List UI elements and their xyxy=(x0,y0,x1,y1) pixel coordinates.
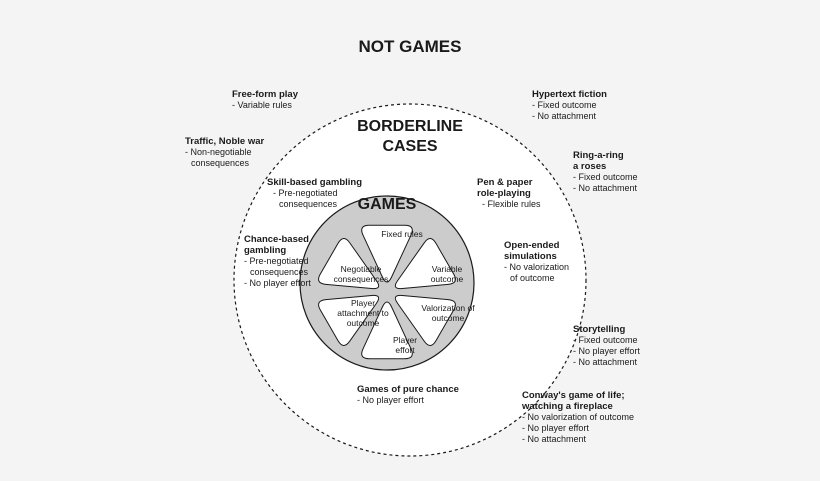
segment-shape-negotiable-consequences xyxy=(318,238,380,290)
games-segments xyxy=(318,224,456,360)
case-chance-based-gambling: Chance-based gambling - Pre-negotiated c… xyxy=(244,234,311,288)
segment-shape-fixed-rules xyxy=(361,224,413,283)
case-storytelling: Storytelling - Fixed outcome - No player… xyxy=(573,324,640,367)
case-ring-a-ring: Ring-a-ring a roses - Fixed outcome - No… xyxy=(573,150,638,193)
case-skill-based-gambling: Skill-based gambling - Pre-negotiated co… xyxy=(267,177,363,209)
segment-variable-outcome: Variable outcome xyxy=(430,264,464,284)
segment-valorization: Valorization of outcome xyxy=(421,303,475,323)
segment-shape-player-effort xyxy=(361,301,413,360)
case-conways-game-of-life: Conway's game of life; watching a firepl… xyxy=(522,390,635,444)
case-games-of-pure-chance: Games of pure chance - No player effort xyxy=(357,384,459,405)
segment-fixed-rules: Fixed rules xyxy=(381,229,423,239)
case-traffic-noble-war: Traffic, Noble war - Non-negotiable cons… xyxy=(185,136,265,168)
borderline-title: BORDERLINE CASES xyxy=(357,118,463,155)
not-games-title: NOT GAMES xyxy=(358,37,462,56)
segment-shape-player-attachment xyxy=(318,294,380,346)
segment-shape-valorization xyxy=(394,294,456,346)
segment-negotiable-consequences: Negotiable consequences xyxy=(333,264,389,284)
segment-player-attachment: Player attachment to outcome xyxy=(337,298,389,328)
games-title: GAMES xyxy=(357,196,417,213)
case-free-form-play: Free-form play - Variable rules xyxy=(232,89,298,110)
segment-shape-variable-outcome xyxy=(394,238,456,290)
case-hypertext-fiction: Hypertext fiction - Fixed outcome - No a… xyxy=(532,89,607,121)
segment-player-effort: Player effort xyxy=(392,335,418,355)
case-open-ended-simulations: Open-ended simulations - No valorization… xyxy=(504,240,570,283)
case-pen-paper-role-playing: Pen & paper role-playing - Flexible rule… xyxy=(477,177,541,209)
